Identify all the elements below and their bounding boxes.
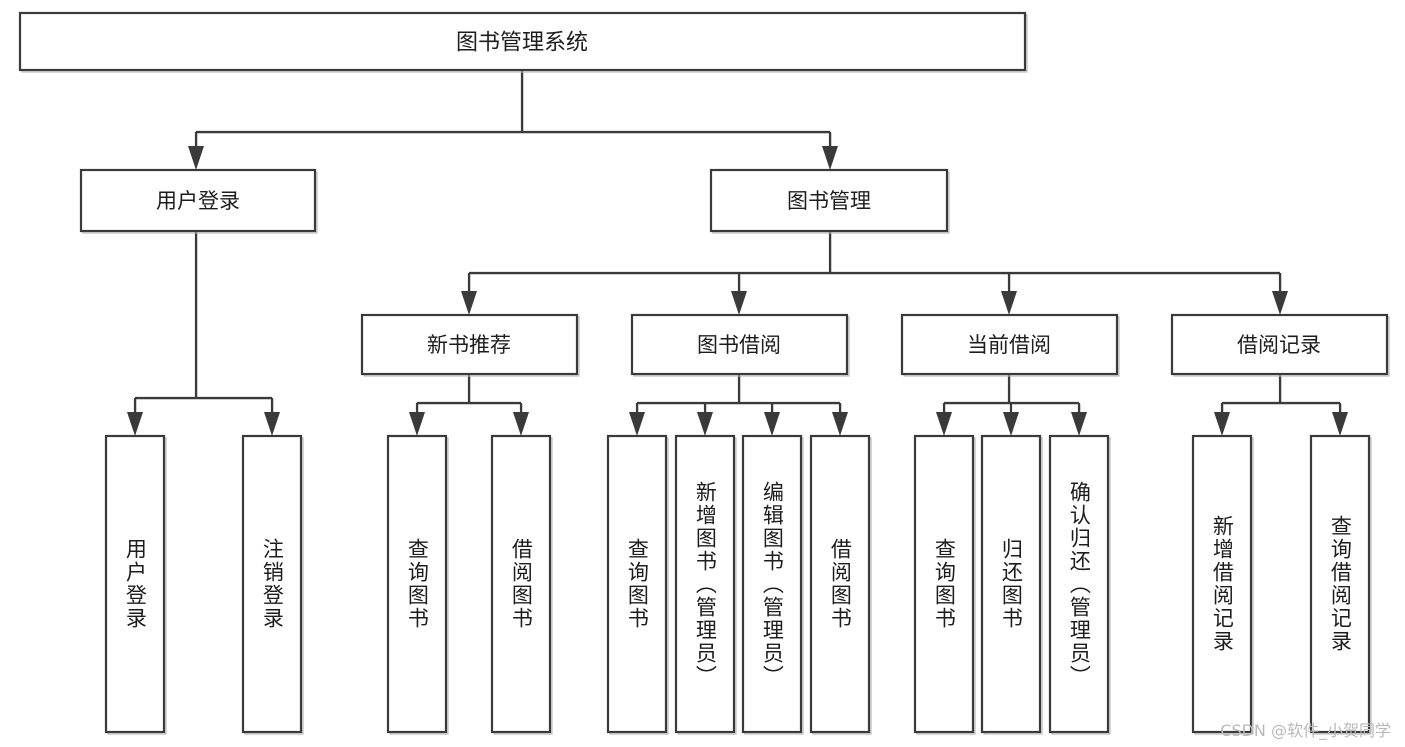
edge-root-to-level2 <box>188 70 838 170</box>
watermark-text: CSDN @软件_小贺同学 <box>1220 721 1391 740</box>
node-borrow-record-label: 借阅记录 <box>1237 333 1321 357</box>
node-book-management-label: 图书管理 <box>787 189 871 213</box>
leaf-node-current-borrow-1[interactable] <box>913 434 976 735</box>
node-book-borrow-label: 图书借阅 <box>697 333 781 357</box>
arrowhead-icon <box>1214 412 1230 436</box>
arrowhead-icon <box>1001 291 1017 315</box>
leaf-node-borrow-record-1[interactable] <box>1191 434 1254 735</box>
arrowhead-icon <box>188 146 204 170</box>
arrowhead-icon <box>264 412 280 436</box>
arrowhead-icon <box>1071 412 1087 436</box>
leaf-node-user-login-1[interactable] <box>104 434 167 735</box>
leaf-node-current-borrow-3[interactable] <box>1048 434 1111 735</box>
node-new-book-recommend[interactable]: 新书推荐 <box>360 313 580 377</box>
edge-bookmgmt-to-level3 <box>461 232 1288 315</box>
node-book-management[interactable]: 图书管理 <box>709 168 950 234</box>
node-root-label: 图书管理系统 <box>456 31 588 56</box>
node-current-borrow[interactable]: 当前借阅 <box>900 313 1120 377</box>
arrowhead-icon <box>1003 412 1019 436</box>
arrowhead-icon <box>409 412 425 436</box>
arrowhead-icon <box>127 412 143 436</box>
arrowhead-icon <box>513 412 529 436</box>
leaf-node-current-borrow-2[interactable] <box>980 434 1043 735</box>
arrowhead-icon <box>832 412 848 436</box>
edge-borrowrecord-to-leaves <box>1214 375 1348 436</box>
edge-newbook-to-leaves <box>409 375 529 436</box>
leaf-node-book-borrow-3[interactable] <box>741 434 804 735</box>
leaf-node-book-borrow-1[interactable] <box>606 434 669 735</box>
leaf-node-borrow-record-2[interactable] <box>1309 434 1372 735</box>
arrowhead-icon <box>731 291 747 315</box>
arrowhead-icon <box>1332 412 1348 436</box>
leaf-node-user-login-2[interactable] <box>241 434 304 735</box>
edge-userlogin-to-leaves <box>127 232 280 436</box>
arrowhead-icon <box>936 412 952 436</box>
node-user-login[interactable]: 用户登录 <box>79 168 318 234</box>
leaf-node-new-book-2[interactable] <box>490 434 553 735</box>
edge-bookborrow-to-leaves <box>629 375 848 436</box>
node-current-borrow-label: 当前借阅 <box>967 333 1051 357</box>
arrowhead-icon <box>697 412 713 436</box>
node-root[interactable]: 图书管理系统 <box>18 11 1028 73</box>
arrowhead-icon <box>822 146 838 170</box>
node-borrow-record[interactable]: 借阅记录 <box>1170 313 1390 377</box>
arrowhead-icon <box>764 412 780 436</box>
leaf-node-book-borrow-4[interactable] <box>809 434 872 735</box>
node-book-borrow[interactable]: 图书借阅 <box>630 313 850 377</box>
arrowhead-icon <box>629 412 645 436</box>
arrowhead-icon <box>461 291 477 315</box>
leaf-node-new-book-1[interactable] <box>386 434 449 735</box>
node-user-login-label: 用户登录 <box>156 189 240 213</box>
leaf-node-book-borrow-2[interactable] <box>674 434 737 735</box>
node-new-book-recommend-label: 新书推荐 <box>427 333 511 357</box>
arrowhead-icon <box>1272 291 1288 315</box>
edge-currentborrow-to-leaves <box>936 375 1087 436</box>
